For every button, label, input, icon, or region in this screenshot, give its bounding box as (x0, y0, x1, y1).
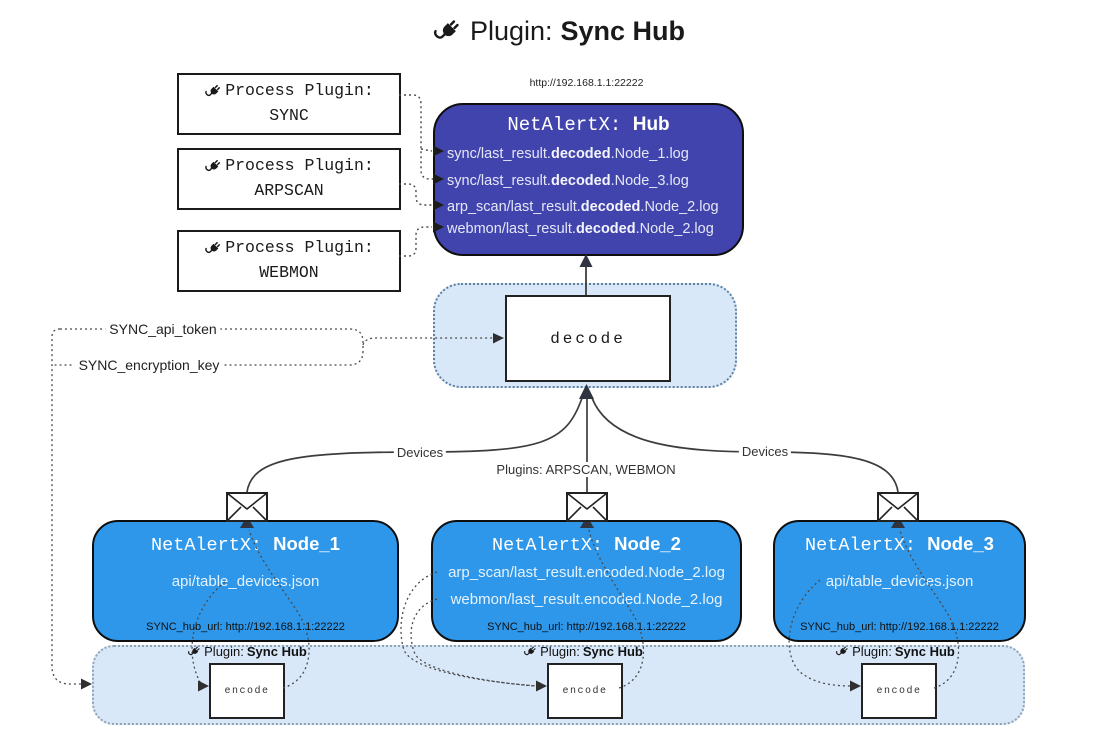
page-title-prefix: Plugin: (469, 16, 553, 46)
node-title: NetAlertX: Node_2 (492, 533, 681, 556)
process-plugin-box-sync: Process Plugin: SYNC (177, 73, 401, 135)
node-file: api/table_devices.json (171, 573, 320, 590)
page-title: Plugin: Sync Hub (0, 16, 1117, 47)
envelope-icon (566, 492, 608, 522)
node-to-decode-wires (246, 397, 899, 493)
strip-plugin-label-name: Sync Hub (246, 644, 307, 659)
strip-plugin-label: Plugin: Sync Hub (835, 644, 955, 659)
node-file: webmon/last_result.encoded.Node_2.log (450, 591, 723, 608)
devices-left-label: Devices (393, 445, 447, 460)
node-file: api/table_devices.json (825, 573, 974, 590)
strip-plugin-label-prefix: Plugin: (204, 644, 244, 659)
strip-plugin-label: Plugin: Sync Hub (187, 644, 307, 659)
encode-box: encode (209, 663, 285, 719)
process-plugin-box-arpscan: Process Plugin: ARPSCAN (177, 148, 401, 210)
node-box-node1: NetAlertX: Node_1 api/table_devices.json… (92, 520, 399, 642)
plugins-middle-label: Plugins: ARPSCAN, WEBMON (493, 462, 679, 477)
envelope-icon (226, 492, 268, 522)
node-box-node3: NetAlertX: Node_3 api/table_devices.json… (773, 520, 1026, 642)
node-file: arp_scan/last_result.encoded.Node_2.log (448, 564, 725, 581)
encode-box: encode (861, 663, 937, 719)
hub-file-line: arp_scan/last_result.decoded.Node_2.log (447, 199, 719, 215)
page-title-name: Sync Hub (560, 16, 686, 46)
plugin-to-hub-wires (399, 94, 433, 257)
hub-file-line: webmon/last_result.decoded.Node_2.log (447, 221, 714, 237)
plug-icon (204, 157, 223, 175)
process-plugin-name: SYNC (269, 106, 309, 125)
process-plugin-label: Process Plugin: (225, 156, 374, 176)
node-hub-url: SYNC_hub_url: http://192.168.1.1:22222 (487, 621, 686, 633)
hub-file-line: sync/last_result.decoded.Node_1.log (447, 146, 689, 162)
node-title: NetAlertX: Node_3 (805, 533, 994, 556)
plug-icon (204, 82, 223, 100)
devices-right-label: Devices (738, 444, 792, 459)
envelope-icon (877, 492, 919, 522)
node-hub-url: SYNC_hub_url: http://192.168.1.1:22222 (800, 621, 999, 633)
plug-icon (187, 644, 202, 658)
hub-file-line: sync/last_result.decoded.Node_3.log (447, 173, 689, 189)
plug-icon (432, 16, 462, 44)
strip-plugin-label-name: Sync Hub (582, 644, 643, 659)
node-hub-url: SYNC_hub_url: http://192.168.1.1:22222 (146, 621, 345, 633)
process-plugin-label: Process Plugin: (225, 238, 374, 258)
strip-plugin-label-prefix: Plugin: (540, 644, 580, 659)
strip-plugin-label-name: Sync Hub (894, 644, 955, 659)
process-plugin-label: Process Plugin: (225, 81, 374, 101)
hub-url: http://192.168.1.1:22222 (529, 77, 644, 89)
strip-plugin-label: Plugin: Sync Hub (523, 644, 643, 659)
sync-api-token-label: SYNC_api_token (105, 321, 221, 337)
sync-encryption-key-label: SYNC_encryption_key (74, 357, 224, 373)
decode-box: decode (505, 295, 671, 382)
node-title: NetAlertX: Node_1 (151, 533, 340, 556)
settings-to-strip-arrowhead (81, 678, 92, 690)
hub-box: NetAlertX: Hub sync/last_result.decoded.… (433, 103, 744, 256)
plug-icon (204, 239, 223, 257)
process-plugin-name: ARPSCAN (254, 181, 324, 200)
hub-title: NetAlertX: Hub (507, 114, 670, 136)
strip-plugin-label-prefix: Plugin: (852, 644, 892, 659)
process-plugin-box-webmon: Process Plugin: WEBMON (177, 230, 401, 292)
encode-box: encode (547, 663, 623, 719)
node-box-node2: NetAlertX: Node_2 arp_scan/last_result.e… (431, 520, 742, 642)
process-plugin-name: WEBMON (259, 263, 319, 282)
plug-icon (523, 644, 538, 658)
plug-icon (835, 644, 850, 658)
